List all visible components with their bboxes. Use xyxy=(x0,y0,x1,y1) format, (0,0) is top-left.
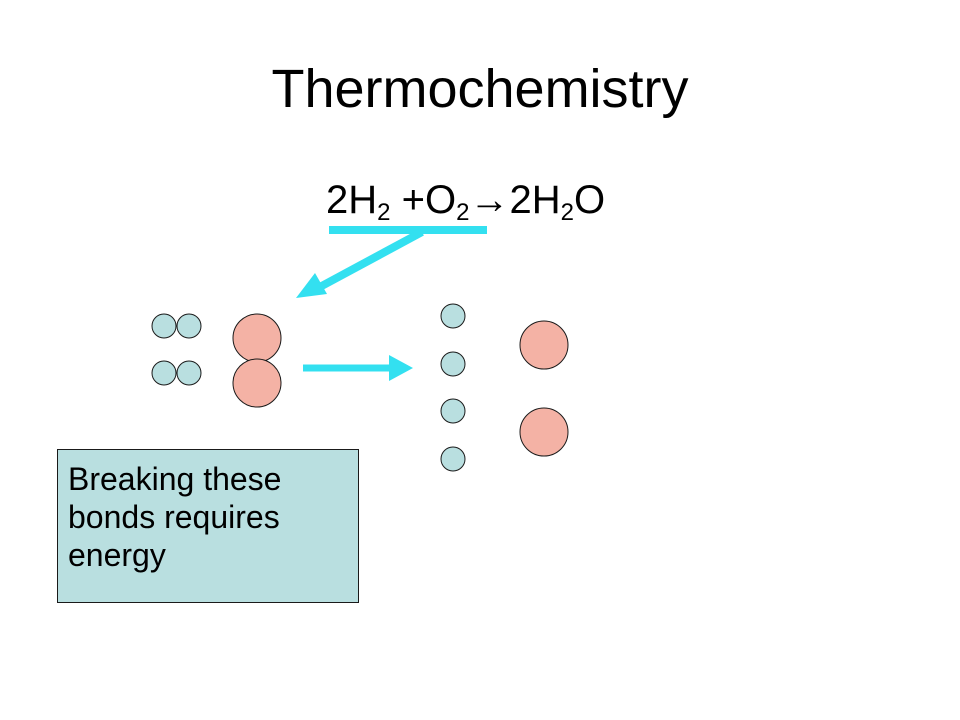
h2-molecule-bottom xyxy=(151,360,202,386)
bond-energy-note: Breaking these bonds requires energy xyxy=(57,449,359,603)
free-hydrogen-atom xyxy=(440,303,466,329)
hydrogen-atom xyxy=(151,360,177,386)
reactant-o2: +O xyxy=(390,178,457,222)
transition-arrow-head-icon xyxy=(389,355,413,381)
free-oxygen-atom xyxy=(519,320,569,370)
reactant-h2: 2H xyxy=(326,178,378,222)
reactant-o2-subscript: 2 xyxy=(456,199,470,226)
reactant-h2-subscript: 2 xyxy=(377,199,391,226)
hydrogen-atom xyxy=(176,313,202,339)
product-h2o-oxygen: O xyxy=(573,178,606,222)
o2-molecule xyxy=(232,313,282,408)
oxygen-atom xyxy=(232,358,282,408)
product-h2o: 2H xyxy=(509,178,561,222)
hydrogen-atom xyxy=(176,360,202,386)
slide-title: Thermochemistry xyxy=(271,59,689,119)
free-hydrogen-atom xyxy=(440,446,466,472)
h2-molecule-top xyxy=(151,313,202,339)
pointer-arrow-head-icon xyxy=(296,273,327,298)
product-h2o-subscript: 2 xyxy=(560,199,574,226)
oxygen-atom xyxy=(232,313,282,363)
hydrogen-atom xyxy=(151,313,177,339)
free-hydrogen-atom xyxy=(440,398,466,424)
reaction-equation: 2H2 +O2→2H2O xyxy=(326,178,606,226)
pointer-arrow-shaft xyxy=(316,228,424,292)
reaction-arrow-icon: → xyxy=(469,178,510,222)
free-hydrogen-atom xyxy=(440,351,466,377)
free-oxygen-atom xyxy=(519,407,569,457)
